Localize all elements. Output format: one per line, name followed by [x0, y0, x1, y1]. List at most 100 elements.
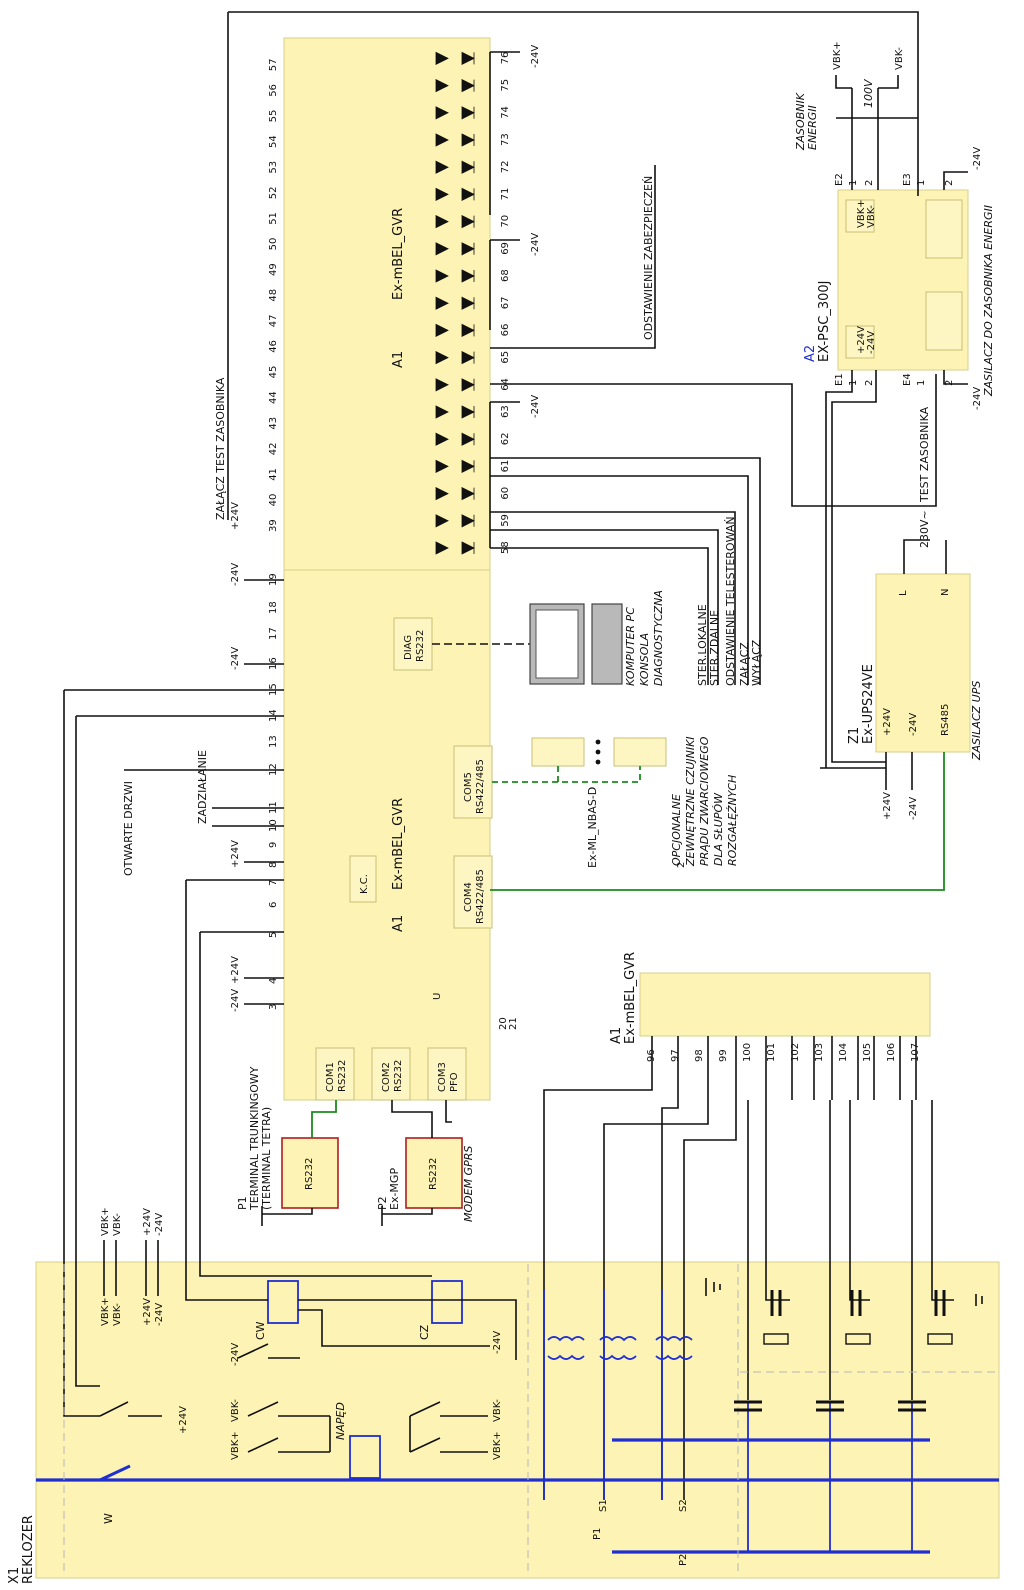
input-terminal-4: 4: [268, 978, 279, 984]
a1-output-block: [283, 37, 491, 571]
supply-vbkm-x1: VBK-: [112, 1303, 123, 1326]
p1-line2: (TERMINAL TETRA): [260, 1107, 273, 1210]
relay-terminal-56: 56: [268, 84, 279, 97]
output-diode: [435, 51, 475, 66]
relay-terminal-51: 51: [268, 212, 279, 225]
a1-name-mid: Ex-mBEL_GVR: [391, 798, 406, 890]
p1-rs232-box: [281, 1137, 339, 1209]
output-terminal-60: 60: [500, 487, 511, 500]
pc-keyboard-icon: [591, 603, 623, 685]
output-terminal-70: 70: [500, 215, 511, 228]
supply-vbkp-x1: VBK+: [100, 1297, 111, 1326]
label-zadzialanie: ZADZIAŁANIE: [196, 750, 209, 824]
supply-p24-39: +24V: [230, 502, 241, 530]
com2-type: RS232: [393, 1060, 404, 1092]
x1-p2: P2: [678, 1554, 689, 1566]
supply-p24-z1: +24V: [882, 792, 893, 820]
a1-ref-mid: A1: [391, 915, 406, 932]
com5-port: [453, 745, 493, 819]
supply-m24-76: -24V: [530, 45, 541, 68]
output-diode: [435, 541, 475, 555]
output-terminal-67: 67: [500, 296, 511, 309]
output-diode: [435, 432, 475, 446]
ster-lokalne: STER.LOKALNE: [696, 604, 709, 686]
com2-port: [371, 1047, 411, 1101]
switch-m24: [237, 1343, 300, 1359]
supply-vbkp-left: VBK+: [100, 1207, 111, 1236]
com1-label: COM1: [325, 1062, 336, 1092]
wire-99: [683, 1036, 737, 1500]
output-diode: [435, 514, 475, 528]
pc-line-1: KOMPUTER PC: [624, 607, 637, 686]
output-terminal-58: 58: [500, 541, 511, 554]
x1-name: REKLOZER: [21, 1515, 36, 1584]
output-terminal-76: 76: [500, 52, 511, 65]
x1-cw: CW: [254, 1321, 267, 1340]
p1-port: RS232: [304, 1158, 315, 1190]
output-terminal-72: 72: [500, 160, 511, 173]
wire-phase-1: [765, 1100, 790, 1301]
pin-e2-2: 2: [864, 180, 875, 186]
wire-com5-bus: [492, 766, 641, 783]
z1-l: L: [898, 590, 909, 596]
wire-odst-telester: [490, 511, 736, 685]
relay-terminal-42: 42: [268, 442, 279, 455]
supply-m24-x1a: -24V: [230, 1343, 241, 1366]
supply-m24-3: -24V: [230, 989, 241, 1012]
pin-e1-2: 2: [864, 380, 875, 386]
wire-cz: [199, 932, 432, 1277]
output-diode: [435, 269, 475, 283]
input-terminal-5: 5: [268, 932, 279, 938]
supply-m24-x1b: -24V: [492, 1331, 503, 1354]
x1-ref: X1: [7, 1567, 22, 1584]
switch-vbk-plus: [247, 1437, 330, 1453]
com3-type: PFO: [449, 1072, 460, 1092]
wire-cw: [185, 880, 268, 1301]
output-terminal-64: 64: [500, 378, 511, 391]
input-terminal-20: 20: [498, 1017, 509, 1030]
ster-zdalne: STER.ZDALNE: [708, 610, 721, 686]
supply-m24-e3: -24V: [972, 147, 983, 170]
wire-a2-plus: [825, 370, 853, 768]
ground-1: [705, 1278, 721, 1296]
a2-vbk-minus: VBK-: [866, 205, 877, 228]
wire-a2-minus: [831, 370, 886, 763]
pin-e3: E3: [902, 173, 913, 186]
cap-filter-3: [934, 1290, 946, 1316]
relay-terminal-39: 39: [268, 519, 279, 532]
u-label: U: [432, 993, 443, 1000]
a1-ref-analog: A1: [609, 1027, 624, 1044]
ct-coil-2: [599, 1336, 637, 1342]
wire-e3: [943, 171, 968, 190]
com4-label: COM4: [463, 882, 474, 912]
opc-line-3: PRĄDU ZWARCIOWEGO: [698, 736, 711, 866]
cap-bus-wires: [747, 1402, 913, 1552]
opc-line-5: ROZGAŁĘŹNYCH: [726, 775, 739, 866]
ellipsis-dot: [595, 749, 601, 755]
switch-door: [99, 1401, 162, 1417]
p1-line1: TERMINAL TRUNKINGOWY: [248, 1066, 261, 1211]
a2-in-minus: -24V: [866, 331, 877, 354]
supply-vbkp-top: VBK+: [832, 41, 843, 70]
wire-test-zasobnika: [490, 374, 937, 507]
switch-vbk-minus-r: [409, 1401, 488, 1417]
wire-ster-zdalne: [490, 529, 719, 685]
supply-vbkm-top: VBK-: [894, 47, 905, 70]
label-otwarte-drzwi: OTWARTE DRZWI: [122, 781, 135, 876]
input-terminal-3: 3: [268, 1004, 279, 1010]
varistor-2: [845, 1333, 871, 1345]
ext-sensor-2: [613, 737, 667, 767]
wire-door-right: [75, 716, 100, 1387]
relay-terminal-48: 48: [268, 289, 279, 302]
naped-bridge: [329, 1416, 411, 1452]
z1-name: Ex-UPS24VE: [861, 664, 876, 744]
supply-m24-z1: -24V: [908, 797, 919, 820]
p1-ref: P1: [236, 1196, 249, 1210]
x1-s1: S1: [598, 1499, 609, 1512]
z1-n: N: [940, 589, 951, 596]
pin-e4-2: 2: [944, 380, 955, 386]
supply-vbkm-x1b: VBK-: [492, 1399, 503, 1422]
output-diode: [435, 350, 475, 365]
